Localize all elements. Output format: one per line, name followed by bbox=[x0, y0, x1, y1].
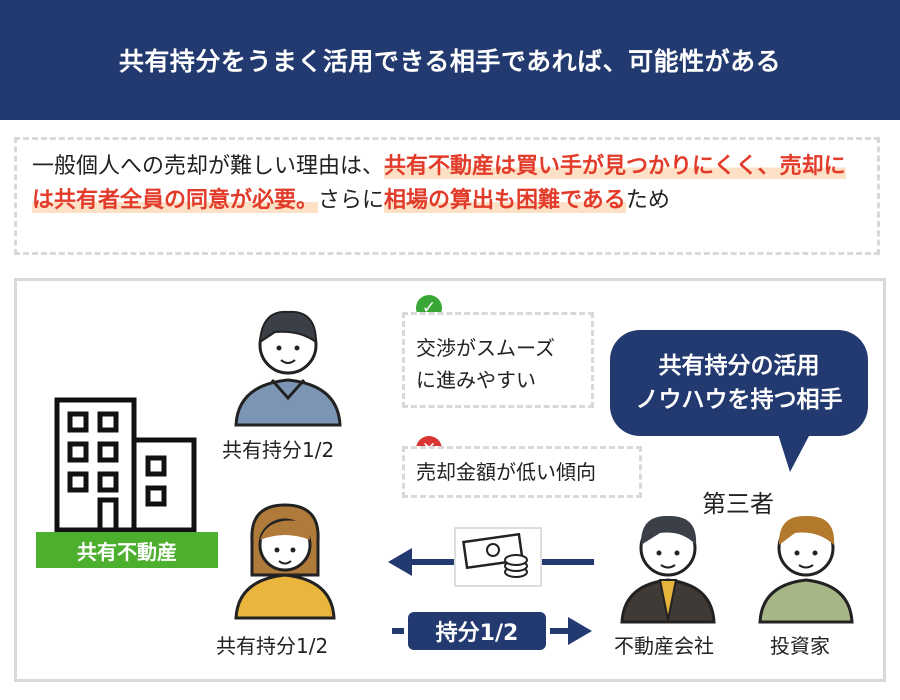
building-label: 共有不動産 bbox=[36, 532, 218, 568]
merit-line-1: 交渉がスムーズ bbox=[416, 336, 555, 360]
bubble-line-1: 共有持分の活用 bbox=[658, 353, 820, 379]
female-owner-label: 共有持分1/2 bbox=[216, 634, 329, 658]
note-highlight-2: 相場の算出も困難である bbox=[384, 188, 626, 213]
third-party-label: 第三者 bbox=[702, 490, 774, 518]
company-label: 不動産会社 bbox=[614, 634, 714, 658]
share-pill: 持分1/2 bbox=[408, 612, 546, 650]
speech-bubble: 共有持分の活用 ノウハウを持つ相手 bbox=[610, 330, 868, 436]
money-icon bbox=[454, 527, 542, 587]
bubble-tail bbox=[778, 434, 810, 472]
demerit-text: 売却金額が低い傾向 bbox=[416, 460, 596, 484]
male-owner-label: 共有持分1/2 bbox=[222, 438, 335, 462]
demerit-box bbox=[402, 446, 642, 498]
note-plain-2: さらに bbox=[318, 188, 385, 213]
note-box bbox=[14, 137, 880, 255]
header-banner: 共有持分をうまく活用できる相手であれば、可能性がある bbox=[0, 0, 900, 120]
building-icon bbox=[54, 397, 197, 533]
investor-label: 投資家 bbox=[770, 634, 830, 658]
diagram-panel bbox=[14, 278, 886, 682]
male-owner-illustration bbox=[234, 310, 342, 427]
merit-line-2: に進みやすい bbox=[416, 368, 536, 392]
company-person-illustration bbox=[620, 515, 716, 624]
note-text: 一般個人への売却が難しい理由は、共有不動産は買い手が見つかりにくく、売却には共有… bbox=[32, 150, 852, 218]
female-owner-illustration bbox=[234, 503, 336, 620]
share-arrow bbox=[392, 617, 592, 645]
note-plain-1: 一般個人への売却が難しい理由は、 bbox=[32, 154, 385, 179]
merit-box bbox=[402, 312, 594, 408]
share-label: 持分1/2 bbox=[435, 621, 519, 646]
bubble-line-2: ノウハウを持つ相手 bbox=[635, 387, 843, 413]
investor-illustration bbox=[758, 515, 854, 624]
note-plain-3: ため bbox=[625, 188, 670, 213]
page-title: 共有持分をうまく活用できる相手であれば、可能性がある bbox=[118, 47, 782, 76]
